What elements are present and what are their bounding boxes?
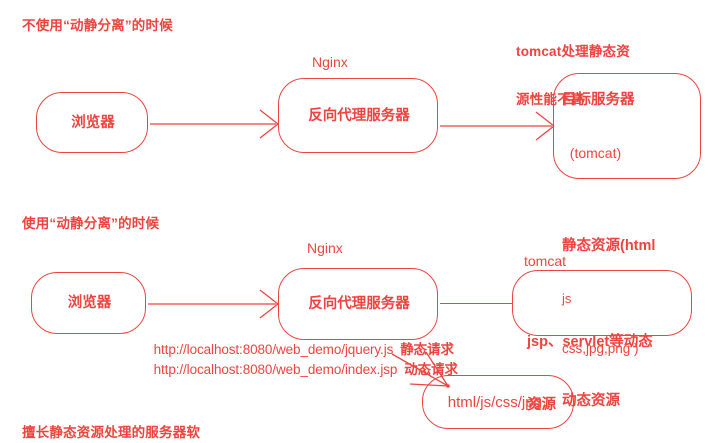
node-tomcat-2 [512, 270, 692, 336]
node-target-server-line-5: js [562, 290, 572, 306]
node-nginx-2: 反向代理服务器 [278, 268, 438, 340]
request-kind-dynamic: 动态请求 [404, 361, 458, 377]
node-nginx-2-label: 反向代理服务器 [308, 296, 410, 313]
node-nginx-1-caption: Nginx [312, 54, 348, 70]
annotation-static-server-line-1: 擅长静态资源处理的服务器软 [22, 424, 201, 440]
request-line-dynamic: http://localhost:8080/web_demo/index.jsp… [139, 346, 458, 394]
edge-browser2-to-nginx2 [148, 289, 279, 319]
node-target-server-text: 目标服务器 (tomcat) 静态资源(html js css,jpg,png … [562, 58, 655, 443]
node-target-server-line-1: 目标服务器 [562, 92, 635, 109]
node-browser-1-label: 浏览器 [71, 114, 115, 131]
request-url-dynamic: http://localhost:8080/web_demo/index.jsp [153, 361, 398, 377]
request-url-static: http://localhost:8080/web_demo/jquery.js [153, 341, 394, 357]
annotation-static-server: 擅长静态资源处理的服务器软 件:Apache、Nginx [22, 382, 200, 443]
heading-without-separation: 不使用“动静分离”的时候 [22, 18, 173, 33]
node-browser-2: 浏览器 [31, 272, 146, 334]
node-target-server [553, 73, 701, 179]
node-static-store: html/js/css/jpg.. [422, 375, 574, 429]
heading-with-separation: 使用“动静分离”的时候 [22, 216, 160, 231]
node-nginx-1: 反向代理服务器 [278, 78, 438, 153]
node-target-server-line-7: 动态资源 [562, 392, 620, 409]
node-tomcat-2-caption: tomcat [524, 253, 567, 269]
node-tomcat-2-line-1: jsp、servlet等动态 [527, 334, 653, 351]
node-target-server-spacer [562, 196, 655, 204]
request-line-static: http://localhost:8080/web_demo/jquery.js… [139, 326, 454, 374]
node-browser-1: 浏览器 [36, 92, 148, 153]
node-target-server-line-2: (tomcat) [562, 144, 622, 161]
node-static-store-label: html/js/css/jpg.. [447, 394, 551, 411]
edge-browser1-to-nginx1 [150, 109, 279, 139]
node-target-server-line-6: css,jpg,png ) [562, 341, 639, 357]
request-kind-static: 静态请求 [400, 341, 454, 357]
node-nginx-2-caption: Nginx [307, 240, 343, 256]
annotation-tomcat-perf-line-1: tomcat处理静态资 [516, 43, 630, 59]
edge-nginx1-to-target [440, 111, 555, 141]
edge-nginx2-to-tomcat2 [440, 303, 512, 304]
node-nginx-1-label: 反向代理服务器 [308, 107, 410, 124]
node-target-server-line-4: 静态资源(html [562, 238, 656, 255]
node-browser-2-label: 浏览器 [67, 295, 112, 312]
